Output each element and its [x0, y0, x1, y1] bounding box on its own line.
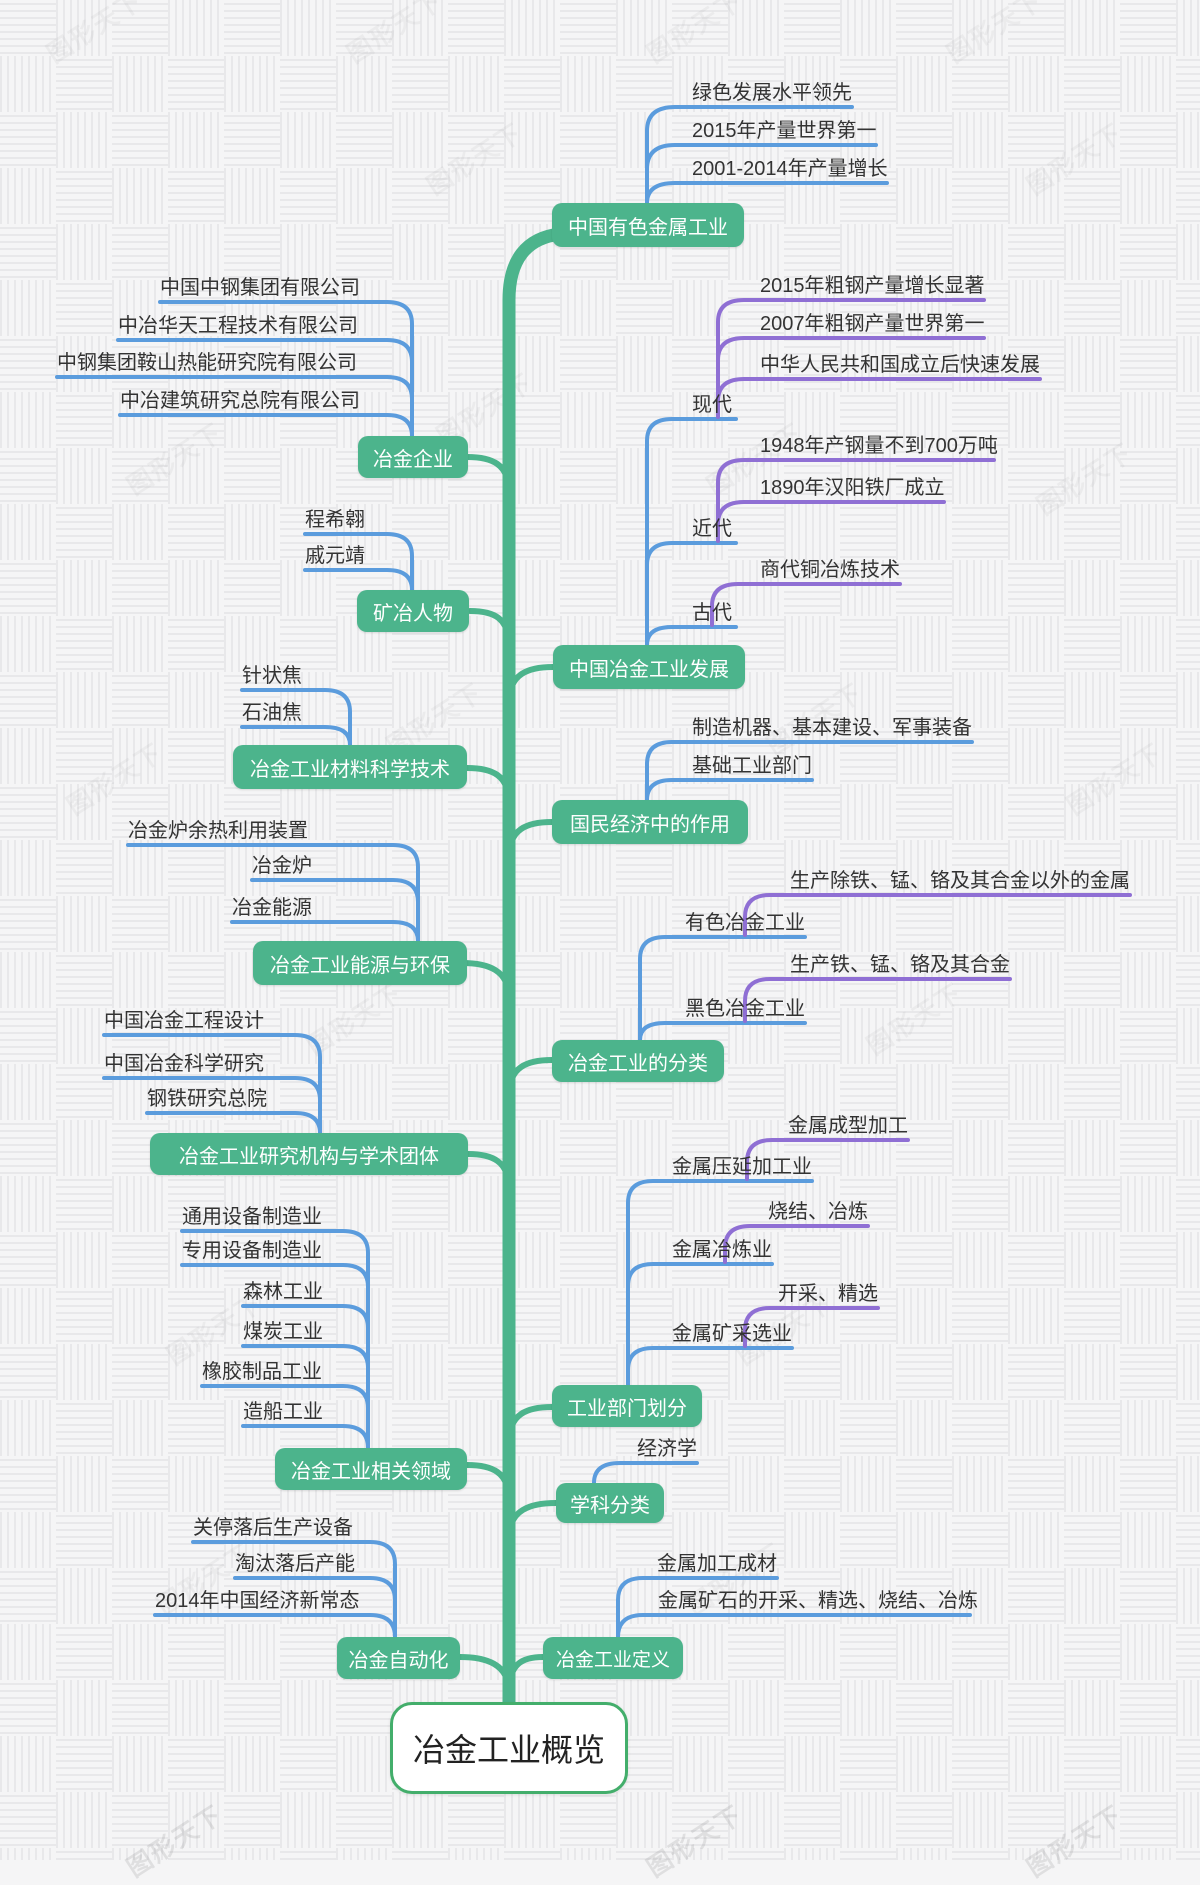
subtopic-label[interactable]: 2001-2014年产量增长 [692, 158, 888, 180]
detail-label[interactable]: 商代铜冶炼技术 [760, 559, 900, 581]
trunk-line [502, 227, 567, 1717]
subtopic-label[interactable]: 中冶华天工程技术有限公司 [118, 315, 358, 337]
subtopic-label[interactable]: 2014年中国经济新常态 [155, 1590, 360, 1612]
watermark: 图形天下 [1022, 118, 1129, 201]
subtopic-label[interactable]: 中国冶金工程设计 [104, 1010, 264, 1032]
subtopic-label[interactable]: 冶金能源 [232, 897, 312, 919]
subtopic-label[interactable]: 淘汰落后产能 [235, 1553, 355, 1575]
blue-branch-r6 [592, 1461, 699, 1485]
subtopic-label[interactable]: 中国中钢集团有限公司 [160, 277, 360, 299]
watermark: 图形天下 [302, 978, 409, 1061]
subtopic-label[interactable]: 煤炭工业 [243, 1321, 323, 1343]
subtopic-label[interactable]: 关停落后生产设备 [193, 1517, 353, 1539]
detail-label[interactable]: 中华人民共和国成立后快速发展 [760, 354, 1040, 376]
detail-label[interactable]: 2015年粗钢产量增长显著 [760, 275, 985, 297]
subtopic-label[interactable]: 造船工业 [243, 1401, 323, 1423]
topic-node-metallurgy-automation[interactable]: 冶金自动化 [337, 1637, 460, 1679]
subtopic-label[interactable]: 金属矿石的开采、精选、烧结、冶炼 [658, 1590, 978, 1612]
purple-branch-ancient [710, 582, 902, 627]
watermark: 图形天下 [862, 978, 969, 1061]
watermark: 图形天下 [1022, 1800, 1129, 1883]
topic-node-national-economy-role[interactable]: 国民经济中的作用 [552, 800, 748, 844]
subtopic-label[interactable]: 金属压延加工业 [672, 1156, 812, 1178]
watermark: 图形天下 [342, 0, 449, 69]
detail-label[interactable]: 烧结、冶炼 [768, 1201, 868, 1223]
blue-branch-r4 [638, 935, 807, 1042]
purple-branch-recent [716, 458, 996, 543]
subtopic-label[interactable]: 制造机器、基本建设、军事装备 [692, 717, 972, 739]
subtopic-label[interactable]: 中钢集团鞍山热能研究院有限公司 [57, 352, 357, 374]
subtopic-label[interactable]: 绿色发展水平领先 [692, 82, 852, 104]
subtopic-label[interactable]: 冶金炉 [252, 855, 312, 877]
subtopic-label[interactable]: 金属冶炼业 [672, 1239, 772, 1261]
watermark: 图形天下 [642, 1800, 749, 1883]
subtopic-label[interactable]: 现代 [692, 394, 732, 416]
detail-label[interactable]: 开采、精选 [778, 1283, 878, 1305]
topic-node-materials-science-tech[interactable]: 冶金工业材料科学技术 [233, 745, 467, 789]
subtopic-label[interactable]: 中冶建筑研究总院有限公司 [120, 390, 360, 412]
watermark: 图形天下 [122, 418, 229, 501]
detail-label[interactable]: 1948年产钢量不到700万吨 [760, 435, 998, 457]
topic-node-energy-environment[interactable]: 冶金工业能源与环保 [253, 941, 467, 985]
subtopic-label[interactable]: 森林工业 [243, 1281, 323, 1303]
subtopic-label[interactable]: 针状焦 [242, 665, 302, 687]
detail-label[interactable]: 金属成型加工 [788, 1115, 908, 1137]
subtopic-label[interactable]: 橡胶制品工业 [202, 1361, 322, 1383]
subtopic-label[interactable]: 2015年产量世界第一 [692, 120, 877, 142]
subtopic-label[interactable]: 有色冶金工业 [685, 912, 805, 934]
topic-node-metallurgy-development[interactable]: 中国冶金工业发展 [553, 645, 745, 689]
watermark: 图形天下 [1062, 738, 1169, 821]
topic-node-mining-figures[interactable]: 矿冶人物 [357, 590, 469, 632]
subtopic-label[interactable]: 冶金炉余热利用装置 [128, 820, 308, 842]
subtopic-label[interactable]: 专用设备制造业 [182, 1240, 322, 1262]
topic-node-metallurgy-definition[interactable]: 冶金工业定义 [543, 1637, 683, 1679]
topic-node-nonferrous-industry[interactable]: 中国有色金属工业 [552, 203, 744, 247]
topic-node-metallurgy-enterprises[interactable]: 冶金企业 [358, 436, 468, 478]
subtopic-label[interactable]: 经济学 [637, 1438, 697, 1460]
subtopic-label[interactable]: 金属加工成材 [657, 1553, 777, 1575]
topic-node-industry-classification[interactable]: 冶金工业的分类 [552, 1040, 724, 1082]
watermark: 图形天下 [422, 118, 529, 201]
subtopic-label[interactable]: 石油焦 [242, 702, 302, 724]
green-branches [457, 454, 559, 1695]
watermark: 图形天下 [1032, 438, 1139, 521]
subtopic-label[interactable]: 金属矿采选业 [672, 1323, 792, 1345]
watermark: 图形天下 [62, 738, 169, 821]
subtopic-label[interactable]: 程希翱 [305, 509, 365, 531]
topic-node-sector-division[interactable]: 工业部门划分 [552, 1385, 702, 1427]
detail-label[interactable]: 1890年汉阳铁厂成立 [760, 477, 945, 499]
root-node-metallurgy-overview[interactable]: 冶金工业概览 [390, 1702, 628, 1794]
watermark: 图形天下 [42, 0, 149, 69]
watermark: 图形天下 [122, 1800, 229, 1883]
blue-branch-l5 [102, 1033, 322, 1135]
detail-label[interactable]: 2007年粗钢产量世界第一 [760, 313, 985, 335]
detail-label[interactable]: 生产铁、锰、铬及其合金 [790, 954, 1010, 976]
topic-node-research-institutions[interactable]: 冶金工业研究机构与学术团体 [150, 1133, 468, 1175]
subtopic-label[interactable]: 中国冶金科学研究 [104, 1053, 264, 1075]
watermark: 图形天下 [942, 0, 1049, 69]
topic-node-related-fields[interactable]: 冶金工业相关领域 [275, 1448, 467, 1490]
subtopic-label[interactable]: 近代 [692, 518, 732, 540]
subtopic-label[interactable]: 戚元靖 [305, 545, 365, 567]
topic-node-discipline-classification[interactable]: 学科分类 [556, 1483, 664, 1523]
subtopic-label[interactable]: 古代 [692, 602, 732, 624]
subtopic-label[interactable]: 通用设备制造业 [182, 1206, 322, 1228]
subtopic-label[interactable]: 钢铁研究总院 [147, 1088, 267, 1110]
detail-label[interactable]: 生产除铁、锰、铬及其合金以外的金属 [790, 870, 1130, 892]
subtopic-label[interactable]: 黑色冶金工业 [685, 998, 805, 1020]
watermark: 图形天下 [642, 0, 749, 69]
subtopic-label[interactable]: 基础工业部门 [692, 755, 812, 777]
